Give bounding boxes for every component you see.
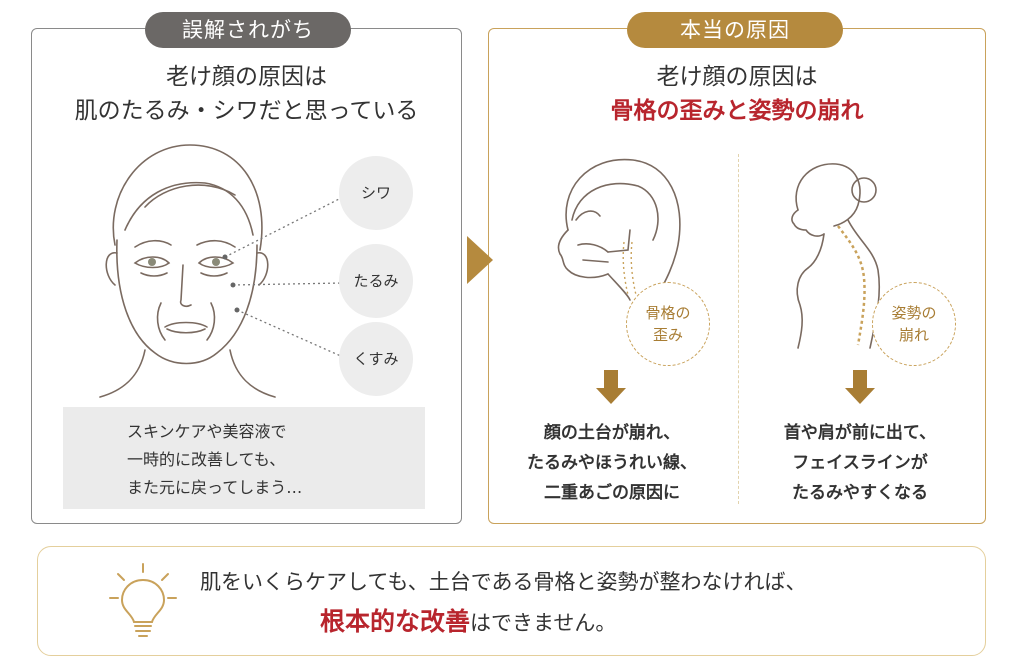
true-cause-badge: 本当の原因: [627, 12, 843, 48]
face-illustration: [99, 144, 276, 398]
skeleton-result-line: 顔の土台が崩れ、: [543, 423, 681, 443]
posture-result-line: 首や肩が前に出て、: [783, 423, 937, 443]
down-arrow-icon: [596, 370, 626, 406]
conclusion-emphasis: 根本的な改善: [320, 607, 471, 636]
left-note-line: また元に戻ってしまう…: [127, 478, 303, 497]
skull-illustration: [557, 158, 681, 301]
right-arrow-icon: [467, 236, 493, 284]
callout-wrinkles: シワ: [339, 156, 413, 230]
callout-lines: [222, 196, 344, 358]
left-note-line: スキンケアや美容液で: [127, 422, 287, 441]
callout-dullness: くすみ: [339, 322, 413, 396]
conclusion-line1: 肌をいくらケアしても、土台である骨格と姿勢が整わなければ、: [200, 570, 807, 594]
posture-result-line: フェイスラインが: [792, 453, 928, 473]
lightbulb-icon: [109, 563, 177, 637]
left-heading-line2: 肌のたるみ・シワだと思っている: [74, 98, 419, 124]
column-divider: [738, 154, 739, 504]
right-heading-line2: 骨格の歪みと姿勢の崩れ: [610, 98, 864, 124]
skeleton-distortion-badge: 骨格の 歪み: [626, 282, 710, 366]
misconception-badge: 誤解されがち: [145, 12, 351, 48]
skeleton-result-line: 二重あごの原因に: [544, 483, 680, 503]
skeleton-badge-line: 歪み: [652, 326, 683, 344]
posture-collapse-badge: 姿勢の 崩れ: [872, 282, 956, 366]
posture-illustration: [791, 163, 881, 349]
skeleton-result-text: 顔の土台が崩れ、 たるみやほうれい線、 二重あごの原因に: [500, 418, 724, 508]
posture-badge-line: 姿勢の: [891, 304, 937, 322]
conclusion-line2: 根本的な改善はできません。: [320, 604, 616, 641]
skeleton-badge-line: 骨格の: [645, 304, 691, 322]
posture-result-line: たるみやすくなる: [792, 483, 928, 503]
skeleton-result-line: たるみやほうれい線、: [527, 453, 697, 473]
down-arrow-icon: [845, 370, 875, 406]
right-heading-line1: 老け顔の原因は: [656, 64, 818, 90]
left-heading-line1: 老け顔の原因は: [166, 64, 327, 90]
posture-result-text: 首や肩が前に出て、 フェイスラインが たるみやすくなる: [748, 418, 972, 508]
callout-sagging: たるみ: [339, 244, 413, 318]
conclusion-panel: [37, 546, 986, 656]
true-cause-panel: [488, 28, 986, 524]
posture-badge-line: 崩れ: [898, 326, 929, 344]
conclusion-rest: はできません。: [470, 611, 617, 635]
left-note-line: 一時的に改善しても、: [127, 450, 286, 469]
left-note-box: スキンケアや美容液で 一時的に改善しても、 また元に戻ってしまう…: [63, 407, 425, 509]
